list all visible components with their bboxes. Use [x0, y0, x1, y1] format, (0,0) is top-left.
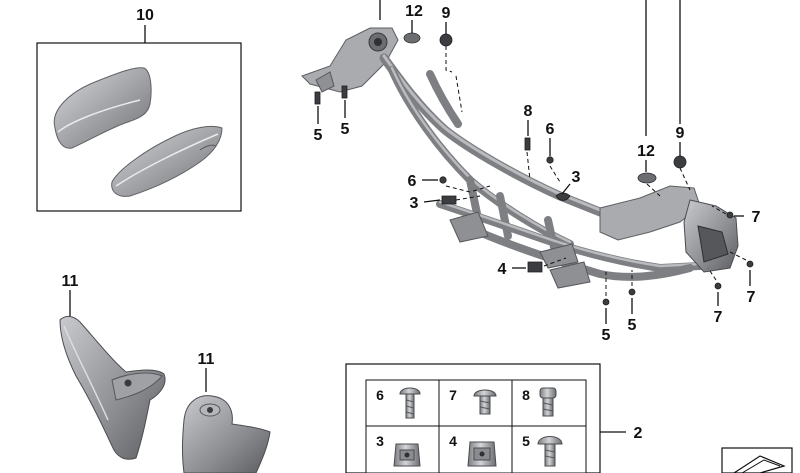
callout-5-c: 5: [602, 327, 611, 344]
frame-fasteners: [314, 32, 754, 306]
callout-7-c: 7: [714, 309, 723, 326]
rear-frame: [301, 27, 739, 289]
callout-7-b: 7: [747, 289, 756, 306]
kit-clip-nut-4: [467, 441, 497, 467]
callout-7-a: 7: [752, 209, 761, 226]
kit-label-6: 6: [376, 387, 384, 403]
callout-9-right: 9: [676, 125, 685, 142]
trim-panel-upper: [53, 67, 152, 149]
kit-label-3: 3: [376, 433, 384, 449]
kit-label-4: 4: [449, 433, 457, 449]
hardware-kit-box: 6 7 8 3 4 5: [345, 363, 626, 473]
callout-12-top: 12: [405, 3, 423, 20]
kit-clip-nut-3: [393, 443, 421, 467]
callout-leaders: [317, 0, 751, 324]
callout-10: 10: [136, 7, 154, 24]
callout-3-b: 3: [572, 169, 581, 186]
callout-11-left: 11: [62, 273, 79, 290]
assembly-lines: [445, 46, 747, 296]
callout-12-right: 12: [637, 143, 655, 160]
callout-5-a: 5: [314, 127, 323, 144]
kit-screw-8: [539, 387, 557, 417]
side-bracket-left: [59, 315, 166, 460]
kit-label-8: 8: [522, 387, 530, 403]
callout-2: 2: [634, 425, 643, 442]
callout-11-right: 11: [198, 351, 215, 368]
callout-4: 4: [498, 261, 507, 278]
trim-panel-box: [36, 25, 242, 212]
kit-label-7: 7: [449, 387, 457, 403]
kit-label-5: 5: [522, 433, 530, 449]
callout-8: 8: [524, 103, 533, 120]
callout-6-a: 6: [546, 121, 555, 138]
kit-screw-5: [537, 436, 563, 467]
kit-screw-6: [399, 387, 421, 419]
callout-3-a: 3: [410, 195, 419, 212]
callout-5-d: 5: [628, 317, 637, 334]
side-bracket-right: [182, 395, 271, 473]
catalog-corner-icon: [721, 447, 793, 473]
callout-6-b: 6: [408, 173, 417, 190]
trim-panel-lower: [111, 125, 223, 197]
callout-9-top: 9: [442, 5, 451, 22]
kit-screw-7: [473, 389, 497, 415]
callout-5-b: 5: [341, 121, 350, 138]
